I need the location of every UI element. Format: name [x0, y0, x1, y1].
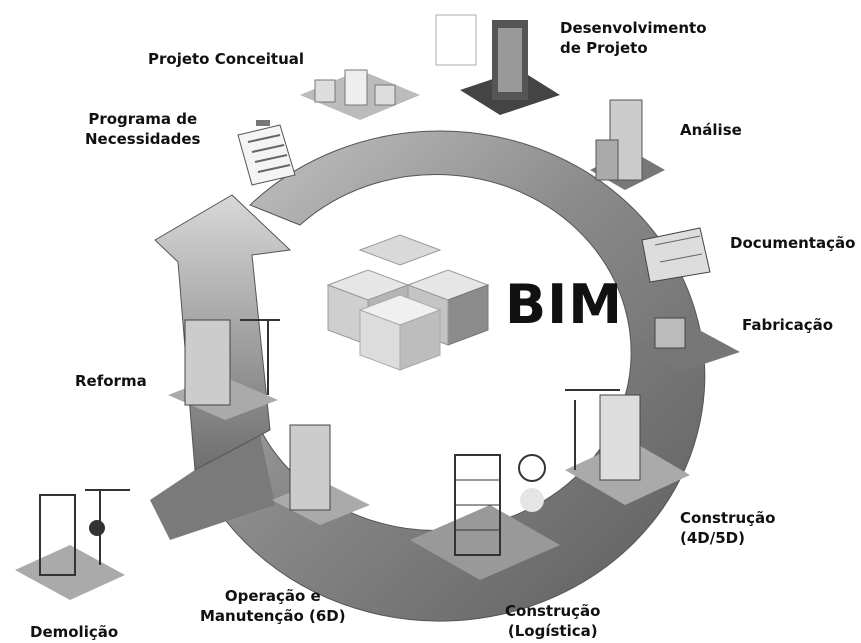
label-desenvolvimento-line2: de Projeto: [560, 39, 648, 57]
label-construcao-4d5d: Construção (4D/5D): [680, 508, 776, 548]
documentation-icon: [641, 227, 711, 283]
renovation-building-icon: [168, 319, 280, 420]
label-documentacao: Documentação: [730, 234, 856, 252]
label-operacao-line2: Manutenção (6D): [200, 607, 346, 625]
label-construcao-logistica-line2: (Logística): [507, 622, 598, 640]
label-programa-line1: Programa de: [88, 110, 198, 128]
demolition-icon: [15, 489, 130, 600]
label-fabricacao: Fabricação: [742, 316, 834, 334]
label-analise: Análise: [680, 121, 742, 139]
fabrication-icon: [632, 317, 740, 372]
tower-building-icon: [435, 14, 560, 115]
construction-crane-icon: [565, 389, 690, 505]
label-programa-line2: Necessidades: [85, 130, 201, 148]
glass-tower-icon: [590, 99, 665, 190]
label-construcao-logistica-line1: Construção: [505, 602, 601, 620]
label-projeto-conceitual: Projeto Conceitual: [148, 50, 305, 68]
operation-building-icon: [272, 424, 370, 525]
label-desenvolvimento-line1: Desenvolvimento: [560, 19, 707, 37]
bim-cubes-icon: [326, 234, 490, 371]
demolition-arrow: [150, 425, 275, 540]
checklist-icon: [237, 120, 296, 186]
label-construcao-logistica: Construção (Logística): [505, 601, 601, 641]
construction-frame-icon: [410, 454, 560, 580]
label-reforma: Reforma: [75, 372, 147, 390]
bim-title: BIM: [505, 273, 623, 336]
label-operacao: Operação e Manutenção (6D): [200, 586, 346, 626]
label-construcao-4d5d-line2: (4D/5D): [680, 529, 745, 547]
label-operacao-line1: Operação e: [224, 587, 321, 605]
label-desenvolvimento: Desenvolvimento de Projeto: [560, 18, 707, 58]
label-construcao-4d5d-line1: Construção: [680, 509, 776, 527]
concept-massing-icon: [300, 69, 420, 120]
label-programa: Programa de Necessidades: [85, 109, 201, 149]
label-demolicao: Demolição: [30, 623, 119, 641]
